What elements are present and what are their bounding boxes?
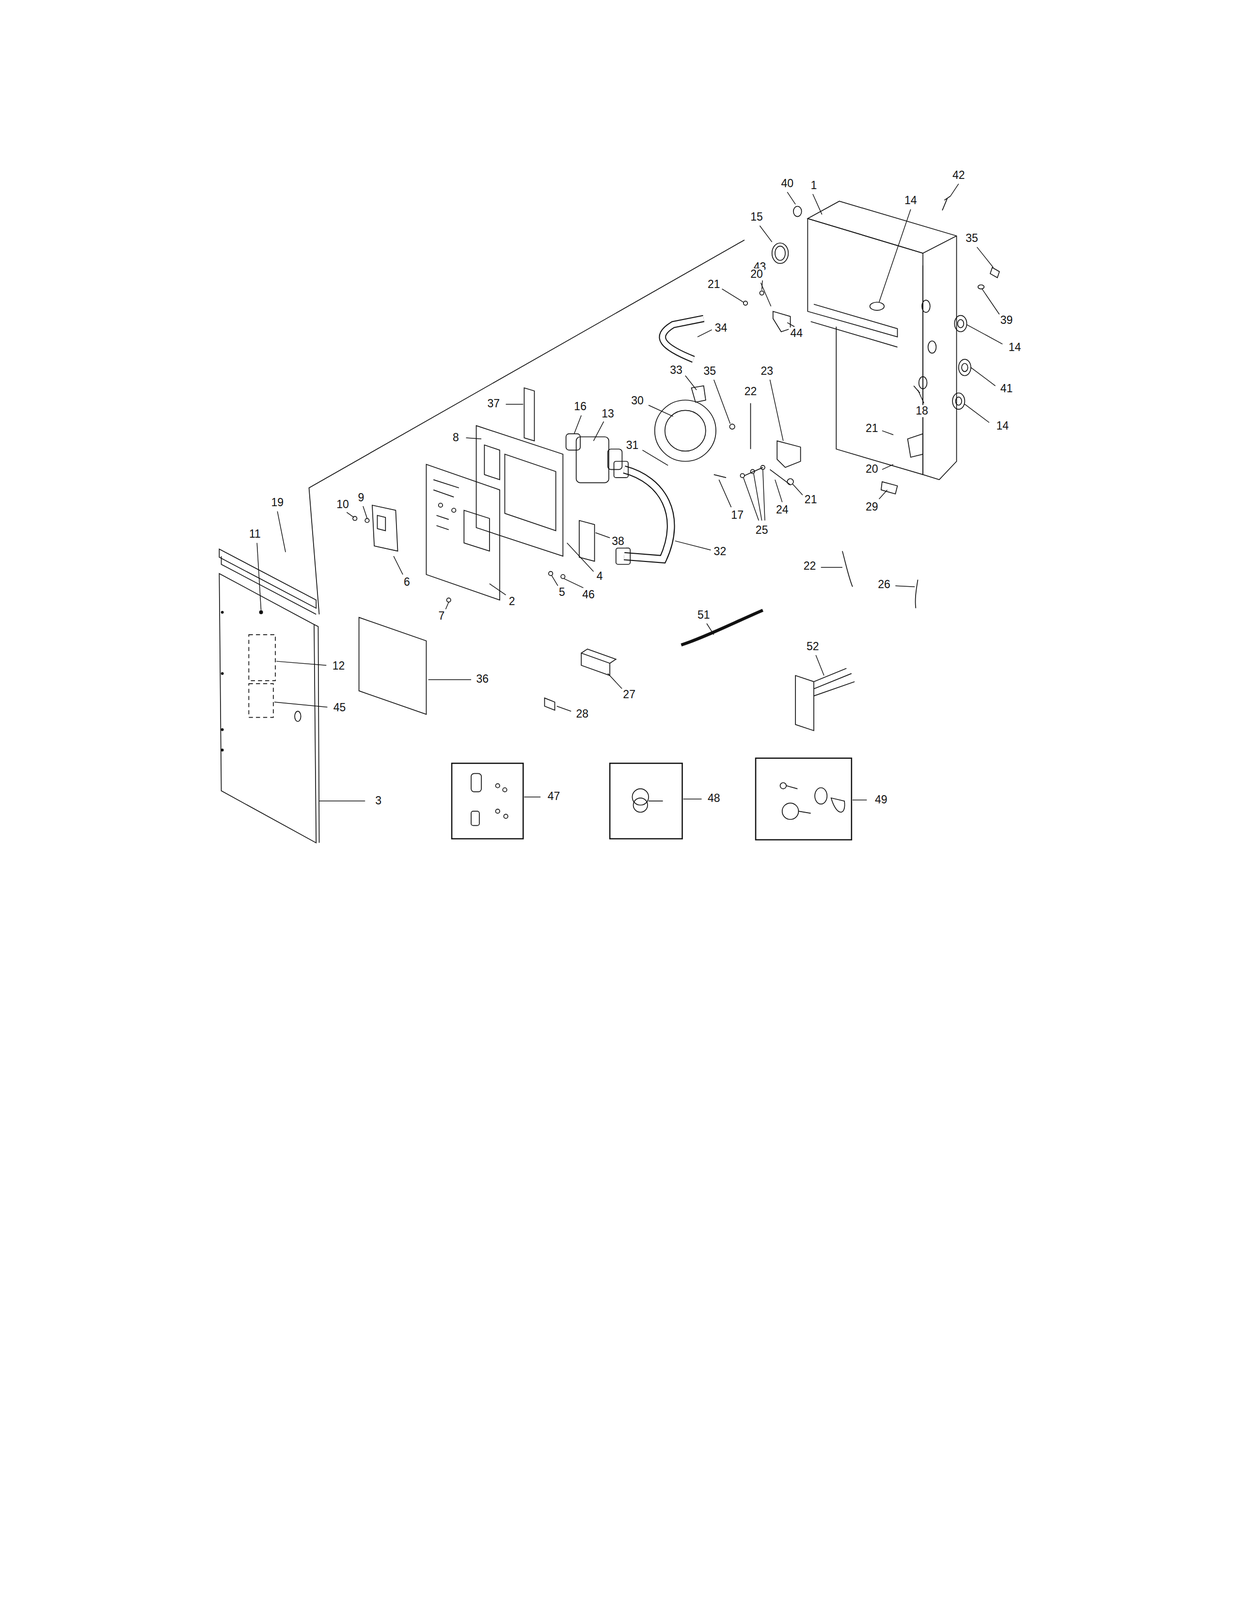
callout-number: 46 xyxy=(580,588,597,601)
callout-number: 12 xyxy=(331,659,347,672)
callout-number: 35 xyxy=(702,364,718,378)
callout-number: 15 xyxy=(748,210,765,223)
callout-number: 48 xyxy=(706,792,722,805)
callout-number: 21 xyxy=(706,278,722,291)
callout-number: 4 xyxy=(595,570,605,583)
callout-number: 17 xyxy=(729,508,745,522)
callout-number: 44 xyxy=(788,327,805,340)
callout-number: 49 xyxy=(873,793,889,806)
callout-number: 28 xyxy=(574,707,591,720)
callout-number: 8 xyxy=(451,431,461,444)
callout-number: 24 xyxy=(774,503,791,516)
callout-number: 18 xyxy=(914,404,930,417)
callout-number: 7 xyxy=(437,609,447,622)
callout-number: 27 xyxy=(621,688,637,701)
callout-number: 41 xyxy=(998,382,1015,395)
callout-number: 30 xyxy=(629,394,646,407)
callout-number: 42 xyxy=(950,169,967,182)
callout-number: 23 xyxy=(759,364,775,378)
callout-number: 52 xyxy=(805,640,821,653)
callout-number: 51 xyxy=(696,608,712,621)
callout-number: 47 xyxy=(546,790,562,803)
callout-number: 45 xyxy=(332,701,348,714)
callout-number: 34 xyxy=(713,322,729,335)
callout-number: 40 xyxy=(779,177,795,190)
callout-number: 22 xyxy=(802,559,818,572)
callout-number: 6 xyxy=(402,576,412,589)
callout-number: 13 xyxy=(600,408,616,421)
callout-number: 10 xyxy=(334,498,351,511)
callout-number: 14 xyxy=(1007,341,1023,354)
callout-number: 22 xyxy=(743,385,759,398)
callout-number: 36 xyxy=(474,673,491,686)
callout-number: 32 xyxy=(712,545,729,558)
callout-number: 16 xyxy=(572,400,588,413)
callout-number: 35 xyxy=(964,232,980,245)
callout-number: 3 xyxy=(373,794,383,807)
callout-number: 37 xyxy=(486,397,502,411)
callout-number: 14 xyxy=(903,194,919,207)
callout-number: 19 xyxy=(269,496,286,509)
callout-number: 39 xyxy=(998,314,1015,327)
callout-number: 11 xyxy=(247,528,263,541)
callout-number: 26 xyxy=(876,578,892,591)
callout-number: 5 xyxy=(557,586,567,599)
callout-number: 33 xyxy=(668,364,684,377)
callout-number: 38 xyxy=(610,535,626,548)
callout-number: 20 xyxy=(864,462,880,476)
callout-number: 1 xyxy=(809,179,819,192)
callout-number: 21 xyxy=(803,493,819,506)
callout-number: 29 xyxy=(864,500,880,513)
callout-number: 31 xyxy=(624,439,641,452)
callout-number: 21 xyxy=(864,422,880,435)
callout-number: 14 xyxy=(994,420,1011,433)
callout-number: 20 xyxy=(748,268,765,281)
callout-number: 9 xyxy=(356,491,366,504)
callout-number: 25 xyxy=(754,523,770,537)
callout-number: 2 xyxy=(507,595,517,608)
